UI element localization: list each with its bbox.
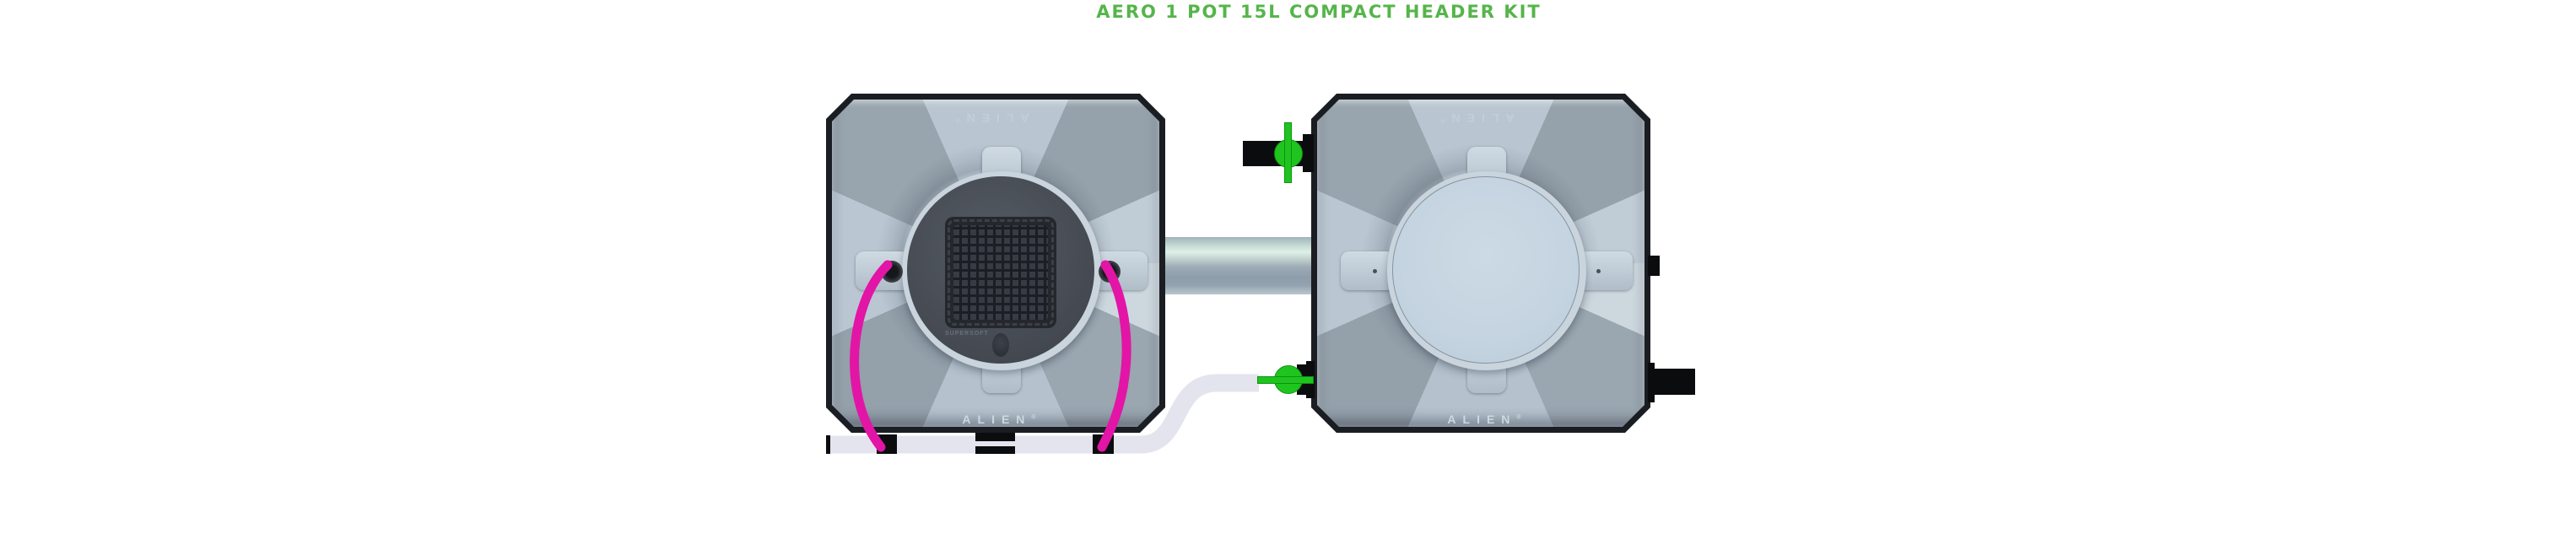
drain-plug bbox=[992, 333, 1009, 357]
connecting-pipe bbox=[1163, 237, 1315, 294]
brand-logo-bottom: ALIEN® bbox=[962, 413, 1036, 426]
reservoir-lid bbox=[1392, 176, 1580, 364]
manifold-connector-right bbox=[1093, 434, 1114, 454]
manifold-connector-left bbox=[877, 434, 897, 454]
manifold-coupler-bottom bbox=[975, 446, 1015, 454]
mesh-brand-label: SUPERSOFT bbox=[945, 331, 989, 337]
tube-port-right bbox=[1099, 261, 1121, 283]
manifold-coupler-top bbox=[975, 433, 1015, 441]
regmark: ® bbox=[1031, 414, 1036, 421]
side-stub-fitting bbox=[1648, 256, 1660, 276]
port-dot-right bbox=[1596, 269, 1601, 273]
sprinkler-mesh-grid bbox=[953, 225, 1048, 320]
manifold-end-cap bbox=[826, 435, 830, 454]
pot-left: SUPERSOFT ALIEN® ALIEN® bbox=[826, 94, 1165, 433]
brand-logo-top: ALIEN® bbox=[1440, 111, 1515, 125]
pot-right-lid-face: ALIEN® ALIEN® bbox=[1317, 100, 1644, 427]
inlet-pipe-collar bbox=[1303, 134, 1314, 172]
port-dot-left bbox=[1373, 269, 1377, 273]
lid-clip-east bbox=[1579, 251, 1633, 290]
bottom-right-fitting bbox=[1653, 369, 1695, 395]
regmark: ® bbox=[955, 116, 960, 123]
inlet-valve-handle bbox=[1284, 122, 1292, 183]
bottom-right-fitting-collar bbox=[1648, 363, 1655, 402]
sprinkler-mesh bbox=[945, 217, 1056, 328]
page-title: AERO 1 POT 15L COMPACT HEADER KIT bbox=[1096, 2, 1542, 22]
regmark: ® bbox=[1516, 414, 1521, 421]
lid-clip-west bbox=[1341, 251, 1395, 290]
outlet-valve-handle bbox=[1257, 376, 1314, 384]
brand-logo-top: ALIEN® bbox=[955, 111, 1029, 125]
tube-port-left bbox=[881, 261, 903, 283]
regmark: ® bbox=[1440, 116, 1445, 123]
pot-right-header-tank: ALIEN® ALIEN® bbox=[1311, 94, 1650, 433]
pot-left-lid-face: SUPERSOFT ALIEN® ALIEN® bbox=[832, 100, 1159, 427]
brand-logo-bottom: ALIEN® bbox=[1447, 413, 1521, 426]
